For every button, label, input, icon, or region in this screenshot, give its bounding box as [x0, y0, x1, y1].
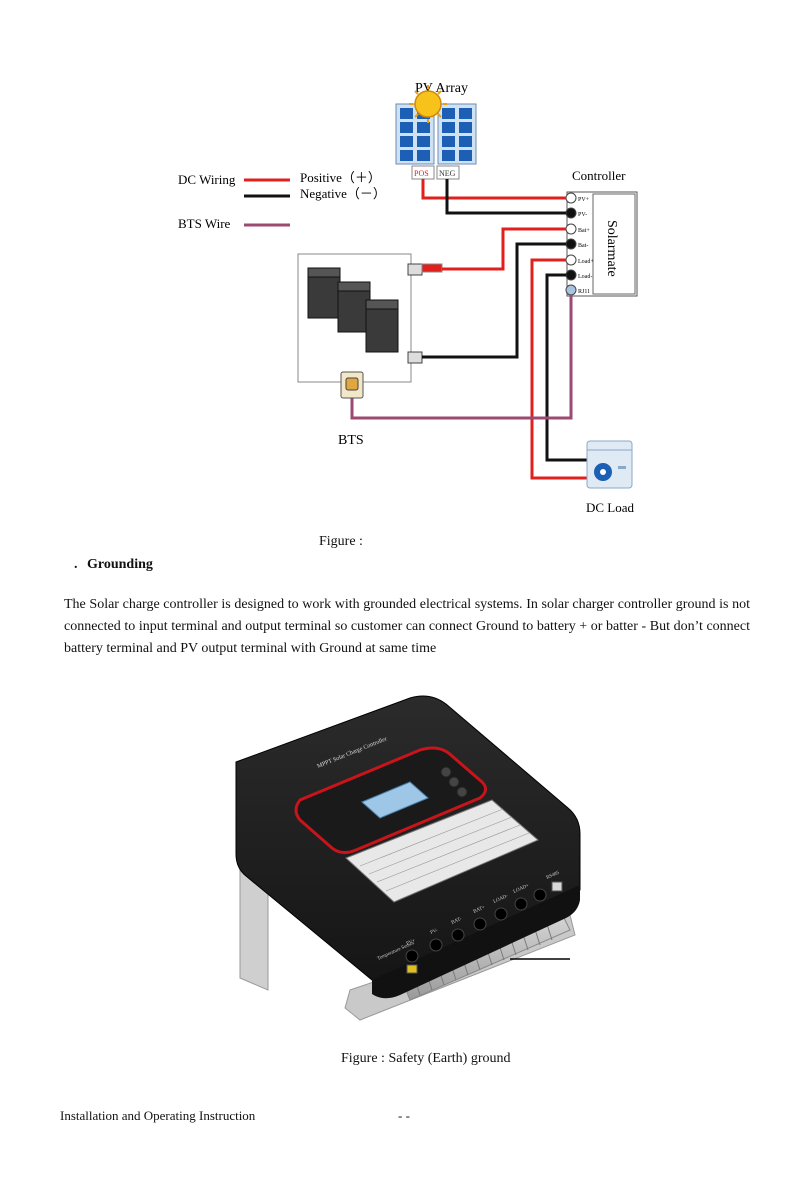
port-label: PV- [430, 928, 439, 936]
controller-label: Controller [572, 168, 626, 183]
battery-positive-terminal [407, 263, 423, 276]
port-label: BAT- [451, 917, 463, 926]
controller-panel [592, 193, 636, 295]
terminal-label: Bat- [578, 243, 588, 249]
battery-icon [307, 267, 399, 353]
load-negative-wire [545, 273, 590, 462]
dc-load-label: DC Load [586, 500, 635, 515]
sun-icon [409, 85, 447, 123]
controller-front [372, 885, 580, 999]
controller-terminals [565, 192, 577, 296]
section-title: Grounding [87, 557, 153, 572]
pv-positive-wire [421, 179, 566, 200]
bts-wire [350, 295, 573, 420]
terminal-label: RJ11 [578, 289, 590, 295]
lcd-screen [361, 781, 429, 819]
positive-lug [421, 263, 443, 273]
negative-label: Negative（－） [300, 186, 386, 201]
load-positive-wire [530, 258, 590, 480]
port-label: LOAD- [493, 894, 510, 905]
pos-tag-label: POS [414, 169, 429, 178]
terminal-label: Load- [578, 274, 592, 280]
positive-label: Positive（＋） [300, 170, 381, 185]
figure1-caption: Figure : [319, 534, 363, 549]
controller-brand: Solarmate [604, 220, 619, 277]
controller-product-image: MPPT Solar Charge Controller PV+ PV- BAT… [235, 695, 581, 1021]
port-label: BAT+ [473, 905, 486, 915]
port-label: LOAD+ [513, 883, 530, 894]
solar-panel-icon [395, 103, 477, 165]
terminal-label: PV+ [578, 197, 590, 203]
menu-button[interactable] [440, 766, 452, 778]
terminal-ports [405, 881, 563, 963]
battery-negative-wire [422, 242, 566, 359]
port-label: PV+ [406, 938, 417, 946]
terminal-label: PV- [578, 212, 587, 218]
figure2-caption: Figure : Safety (Earth) ground [341, 1051, 511, 1066]
bts-label: BTS [338, 433, 364, 448]
temp-sensor-port [406, 964, 418, 974]
grounding-paragraph: The Solar charge controller is designed … [64, 597, 750, 656]
battery-positive-wire [442, 227, 566, 271]
terminal-label: Load+ [578, 259, 594, 265]
terminal-label: Bat+ [578, 228, 590, 234]
footer-title: Installation and Operating Instruction [60, 1108, 256, 1123]
dc-load-icon [586, 440, 633, 489]
up-button[interactable] [448, 776, 460, 788]
port-label: RS485 [546, 871, 561, 881]
section-number: . [74, 557, 78, 572]
section-heading: . Grounding [74, 557, 153, 573]
battery-negative-terminal [407, 351, 423, 364]
wiring-diagram: PV Array POS NEG DC Wiring Positive（＋） [178, 81, 638, 515]
page-number: - - [398, 1108, 410, 1123]
bts-wire-label: BTS Wire [178, 216, 231, 231]
neg-tag-label: NEG [439, 169, 456, 178]
dc-wiring-label: DC Wiring [178, 172, 236, 187]
enter-button[interactable] [456, 786, 468, 798]
pv-negative-wire [445, 179, 566, 215]
